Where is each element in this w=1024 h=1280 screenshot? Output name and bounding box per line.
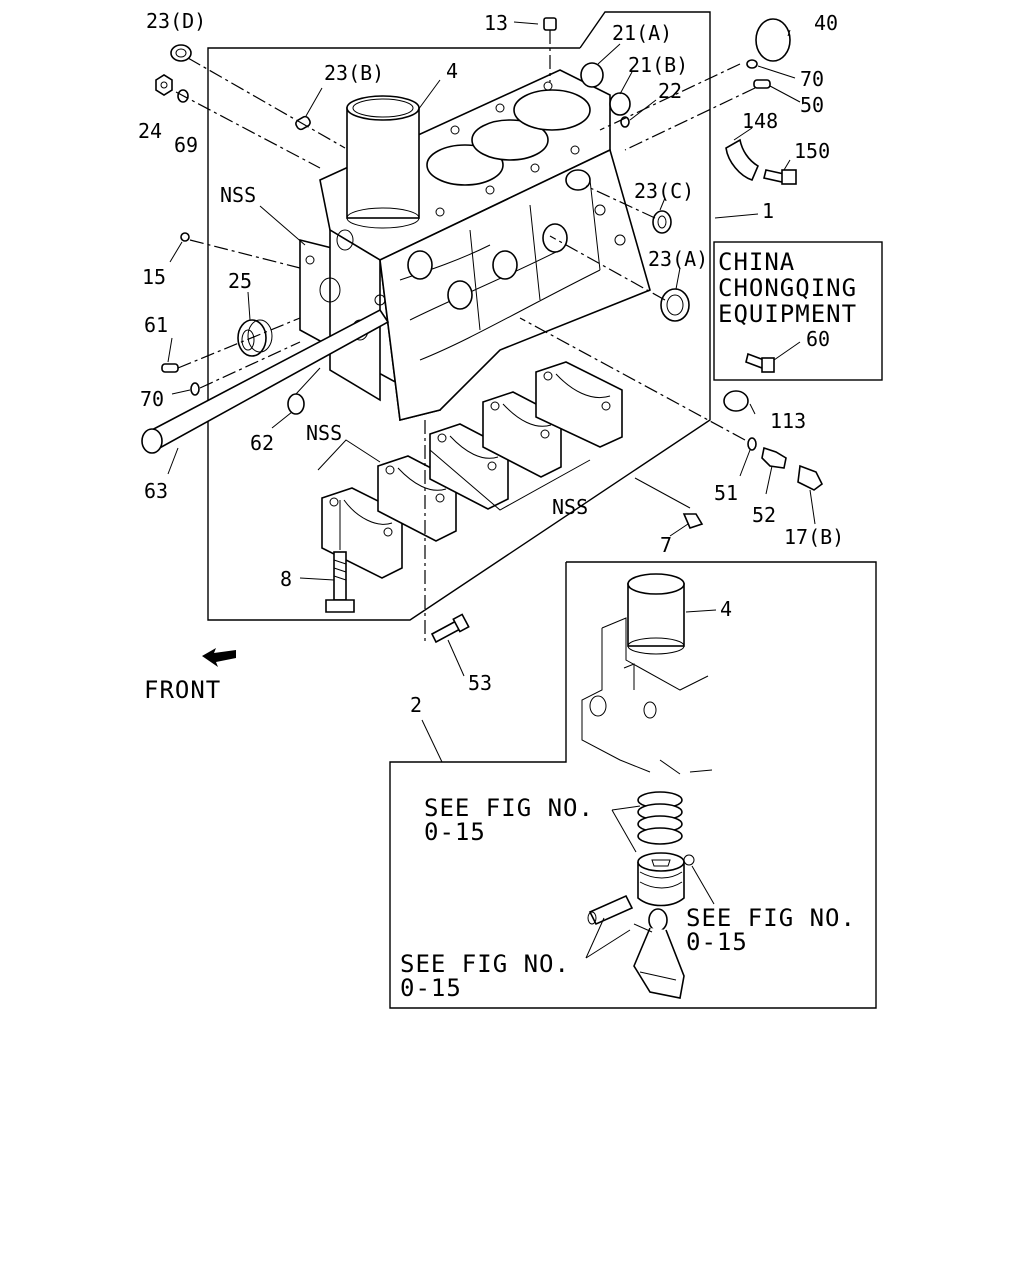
see-fig-3-line-2: 0-15 [400,974,462,1002]
label-23b: 23(B) [324,61,384,85]
label-60: 60 [806,327,830,351]
label-2: 2 [410,693,422,717]
bolt-53 [430,613,470,644]
bearing-caps [317,361,623,579]
label-nss-top: NSS [220,183,256,207]
china-line-1: CHINA [718,248,795,276]
see-fig-1-line-2: 0-15 [424,818,486,846]
small-parts [155,17,824,529]
label-148: 148 [742,109,778,133]
piston-pin [587,894,634,926]
label-17b: 17(B) [784,525,844,549]
label-4-inset: 4 [720,597,732,621]
label-22: 22 [658,79,682,103]
part-labels: 23(D) 24 69 23(B) 4 13 21(A) 21(B) 22 40… [138,9,844,695]
see-fig-1-line-1: SEE FIG NO. [424,794,594,822]
see-fig-2-line-1: SEE FIG NO. [686,904,856,932]
see-fig-3-line-1: SEE FIG NO. [400,950,570,978]
label-113: 113 [770,409,806,433]
label-nss-mid: NSS [306,421,342,445]
label-25: 25 [228,269,252,293]
label-53: 53 [468,671,492,695]
assembly-outline [207,11,711,621]
leader-lines [167,21,816,677]
label-8: 8 [280,567,292,591]
label-51: 51 [714,481,738,505]
label-69: 69 [174,133,198,157]
label-1: 1 [762,199,774,223]
label-61: 61 [144,313,168,337]
label-50: 50 [800,93,824,117]
oil-pipe [141,308,390,454]
piston [637,852,685,907]
bearing-cap-bolt [325,551,355,613]
label-70-left: 70 [140,387,164,411]
china-line-2: CHONGQING [718,274,857,302]
cylinder-liner [346,95,420,229]
label-15: 15 [142,265,166,289]
piston-rings [637,791,683,845]
inset-assembly: 2 4 [389,561,877,1009]
label-nss-bottom: NSS [552,495,588,519]
label-4-top: 4 [446,59,458,83]
china-equipment-box: CHINA CHONGQING EQUIPMENT 60 [713,241,883,381]
label-150: 150 [794,139,830,163]
front-label: FRONT [144,676,221,704]
front-arrow-icon [202,648,236,667]
connecting-rod [633,908,685,999]
front-indicator: FRONT [144,648,236,704]
label-62: 62 [250,431,274,455]
label-23d: 23(D) [146,9,206,33]
label-21a: 21(A) [612,21,672,45]
label-23a: 23(A) [648,247,708,271]
label-52: 52 [752,503,776,527]
label-23c: 23(C) [634,179,694,203]
label-24: 24 [138,119,162,143]
label-63: 63 [144,479,168,503]
china-line-3: EQUIPMENT [718,300,857,328]
label-40: 40 [814,11,838,35]
label-70-top: 70 [800,67,824,91]
label-21b: 21(B) [628,53,688,77]
see-fig-2-line-2: 0-15 [686,928,748,956]
label-13: 13 [484,11,508,35]
label-7: 7 [660,533,672,557]
